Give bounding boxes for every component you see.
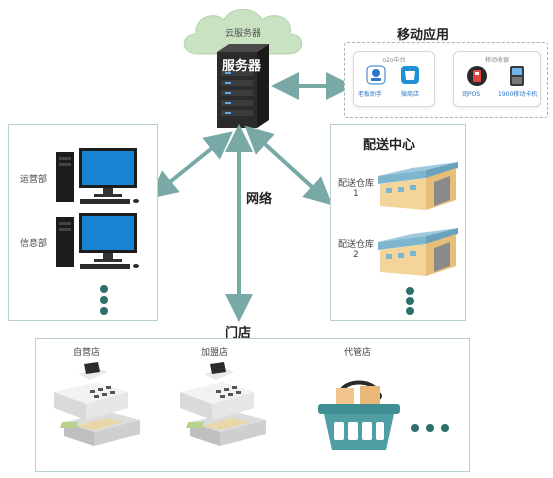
dc-panel [330,124,466,321]
wechat-store-icon [401,66,419,84]
more-dots-icon [411,424,419,432]
hq-dept-label: 信息部 [20,239,48,249]
mobile-panel: o2o中台 老板助手 微商店 移动收银 润POS 1900移动卡机 [344,42,548,118]
o2o-group-label: o2o中台 [382,57,406,64]
warehouse-label: 配送仓库 [338,179,375,189]
app-label: 润POS [462,91,481,98]
app-label: 老板助手 [358,91,383,98]
server-label: 服务器 [222,59,262,74]
desktop-computer-icon [56,213,139,269]
warehouse-label: 配送仓库 [338,240,375,250]
dc-title: 配送中心 [363,138,416,153]
server-icon [217,44,269,128]
warehouse-label: 1 [353,189,359,199]
more-dots-icon [100,296,108,304]
more-dots-icon [406,297,414,305]
stores-title: 门店 [225,326,252,341]
warehouse-label: 2 [353,250,359,260]
store-type-label: 代管店 [344,348,372,358]
desktop-computer-icon [56,148,139,204]
store-type-label: 加盟店 [201,348,229,358]
hq-dept-label: 运营部 [20,175,48,185]
more-dots-icon [426,424,434,432]
arrow-server-hq [149,131,233,199]
store-type-label: 自营店 [73,348,101,358]
network-label: 网络 [246,192,273,207]
mobile-card-machine-icon [510,66,524,86]
more-dots-icon [100,285,108,293]
mobile-title: 移动应用 [397,28,450,43]
more-dots-icon [441,424,449,432]
app-label: 微商店 [401,91,420,98]
more-dots-icon [406,307,414,315]
o2o-group: o2o中台 老板助手 微商店 [353,51,435,107]
pos-app-icon [467,66,487,86]
more-dots-icon [100,307,108,315]
cloud-label: 云服务器 [225,29,262,39]
boss-assistant-icon [366,65,386,85]
arrow-server-dc [244,125,333,206]
cash-register-icon [54,362,140,446]
shopping-basket-icon [318,380,400,450]
warehouse-icon [378,228,458,276]
cloud-icon [183,9,303,55]
more-dots-icon [406,287,414,295]
app-label: 1900移动卡机 [498,91,538,98]
cash-register-icon [180,362,266,446]
warehouse-icon [378,162,458,210]
cashier-group: 移动收银 润POS 1900移动卡机 [453,51,541,107]
cashier-group-label: 移动收银 [484,57,509,64]
